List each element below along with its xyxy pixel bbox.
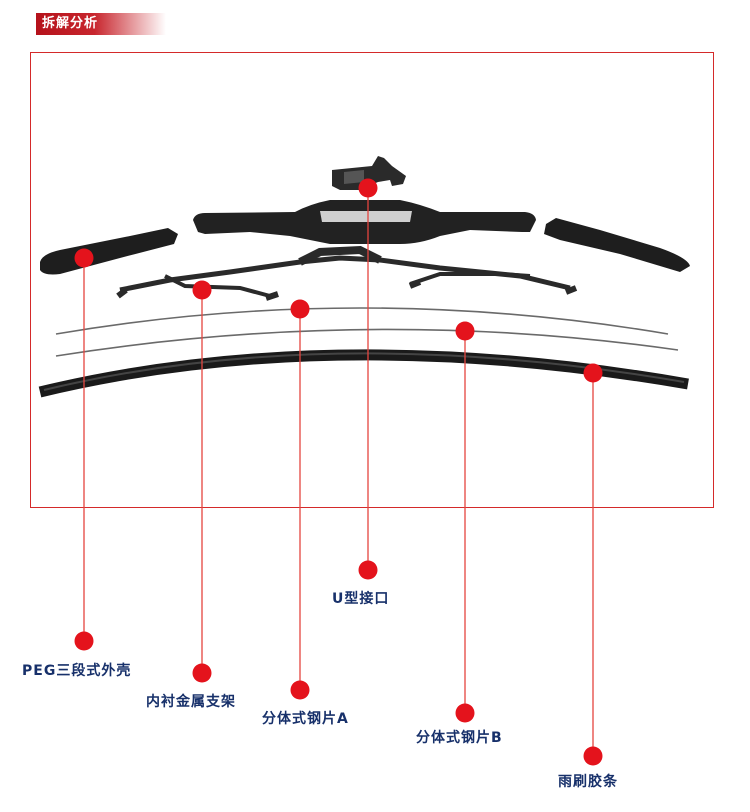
callout-dot-steel-b — [455, 703, 475, 723]
callout-dot-steel-b-top — [455, 321, 475, 341]
label-steel-a: 分体式钢片A — [262, 711, 349, 727]
section-title: 拆解分析 — [42, 16, 99, 31]
callout-dot-rubber-strip — [583, 746, 603, 766]
leader-lines — [83, 188, 594, 756]
label-steel-b: 分体式钢片B — [416, 730, 503, 746]
u-connector-part — [332, 156, 406, 190]
right-shell-part — [544, 218, 690, 272]
callout-dot-steel-a-top — [290, 299, 310, 319]
section-header-tab — [36, 13, 166, 35]
center-shell-part — [193, 200, 536, 244]
steel-strip-a-part — [55, 307, 669, 335]
callout-dot-peg-shell-top — [74, 248, 94, 268]
label-u-connector: U型接口 — [332, 591, 390, 607]
product-photo-frame — [30, 52, 714, 508]
callout-dot-rubber-strip-top — [583, 363, 603, 383]
callout-dot-u-connector — [358, 560, 378, 580]
left-shell-part — [40, 228, 178, 275]
label-peg-shell: PEG三段式外壳 — [22, 663, 132, 679]
callout-dot-peg-shell — [74, 631, 94, 651]
callout-dot-inner-frame-top — [192, 280, 212, 300]
callout-dot-inner-frame — [192, 663, 212, 683]
label-rubber-strip: 雨刷胶条 — [558, 774, 618, 790]
callout-dot-u-connector-top — [358, 178, 378, 198]
inner-frame-part — [116, 245, 578, 301]
callout-dot-steel-a — [290, 680, 310, 700]
label-inner-frame: 内衬金属支架 — [146, 694, 236, 710]
